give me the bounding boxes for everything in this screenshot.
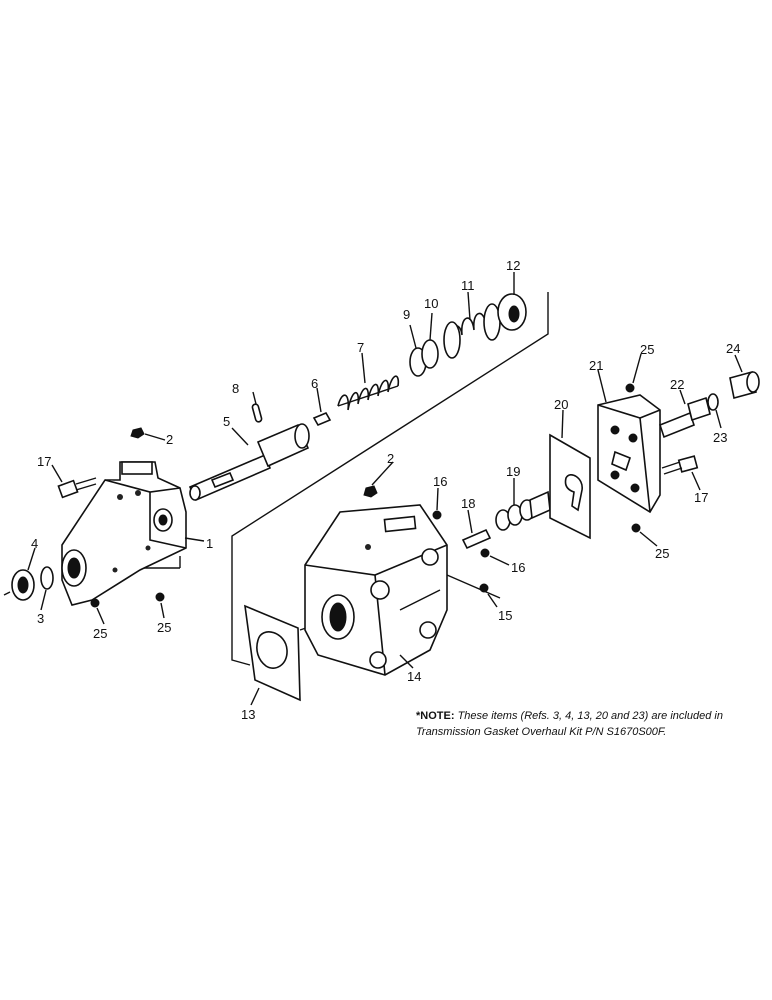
part-17-cap-screw-right (661, 455, 699, 475)
part-21-end-plate (597, 394, 661, 514)
callout-22: 22 (670, 377, 684, 392)
callout-16-upper: 16 (433, 474, 447, 489)
callout-25-bottom: 25 (655, 546, 669, 561)
note-body: These items (Refs. 3, 4, 13, 20 and 23) … (416, 710, 723, 738)
part-16-plug-lower (480, 548, 490, 558)
callout-25-left-a: 25 (93, 626, 107, 641)
part-2-screw-right (363, 485, 378, 498)
callout-18: 18 (461, 496, 475, 511)
part-25-plugs-left (90, 592, 165, 608)
part-19-valve-spool (495, 490, 551, 531)
part-11-spring (443, 303, 501, 359)
callout-25-left-b: 25 (157, 620, 171, 635)
part-14-main-housing (304, 504, 448, 676)
callout-2-left: 2 (166, 432, 173, 447)
callout-1: 1 (206, 536, 213, 551)
part-23-o-ring (707, 393, 719, 411)
part-18-pin (461, 528, 492, 550)
callout-19: 19 (506, 464, 520, 479)
callout-6: 6 (311, 376, 318, 391)
part-4-seal (3, 569, 35, 601)
callout-11: 11 (461, 278, 475, 293)
callout-5: 5 (223, 414, 230, 429)
part-1-front-housing (61, 461, 187, 606)
callout-24: 24 (726, 341, 740, 356)
part-24-plug (729, 371, 760, 399)
callout-13: 13 (241, 707, 255, 722)
part-12-retainer (497, 293, 527, 331)
callout-labels: 1 2 2 3 4 5 6 7 8 9 10 11 12 13 14 15 16… (31, 258, 740, 722)
part-6-small-pin (312, 411, 332, 427)
leader-lines (27, 272, 743, 706)
part-25-plug-bottom (631, 523, 641, 533)
part-3-o-ring (40, 566, 54, 590)
callout-2-right: 2 (387, 451, 394, 466)
callout-17-left: 17 (37, 454, 51, 469)
callout-7: 7 (357, 340, 364, 355)
callout-15: 15 (498, 608, 512, 623)
callout-17-right: 17 (694, 490, 708, 505)
callout-12: 12 (506, 258, 520, 273)
part-15-plug (479, 583, 489, 593)
callout-16-lower: 16 (511, 560, 525, 575)
callout-4: 4 (31, 536, 38, 551)
callout-8: 8 (232, 381, 239, 396)
part-13-gasket (244, 604, 301, 702)
callout-9: 9 (403, 307, 410, 322)
part-7-spring (337, 375, 400, 411)
callout-3: 3 (37, 611, 44, 626)
part-5-spool (188, 423, 310, 502)
callout-20: 20 (554, 397, 568, 412)
callout-10: 10 (424, 296, 438, 311)
part-16-plug-upper (432, 510, 442, 520)
callout-25-top: 25 (640, 342, 654, 357)
part-20-gasket (549, 433, 591, 540)
part-17-cap-screw-left (57, 477, 97, 499)
part-8-pin (251, 403, 263, 423)
part-22-fitting (659, 396, 711, 439)
part-10-washer (421, 339, 439, 369)
callout-21: 21 (589, 358, 603, 373)
callout-23: 23 (713, 430, 727, 445)
kit-note: *NOTE: These items (Refs. 3, 4, 13, 20 a… (416, 708, 766, 740)
part-25-plug-top (625, 383, 635, 393)
note-prefix: *NOTE: (416, 710, 455, 722)
part-2-screw-left (130, 427, 145, 439)
callout-14: 14 (407, 669, 421, 684)
